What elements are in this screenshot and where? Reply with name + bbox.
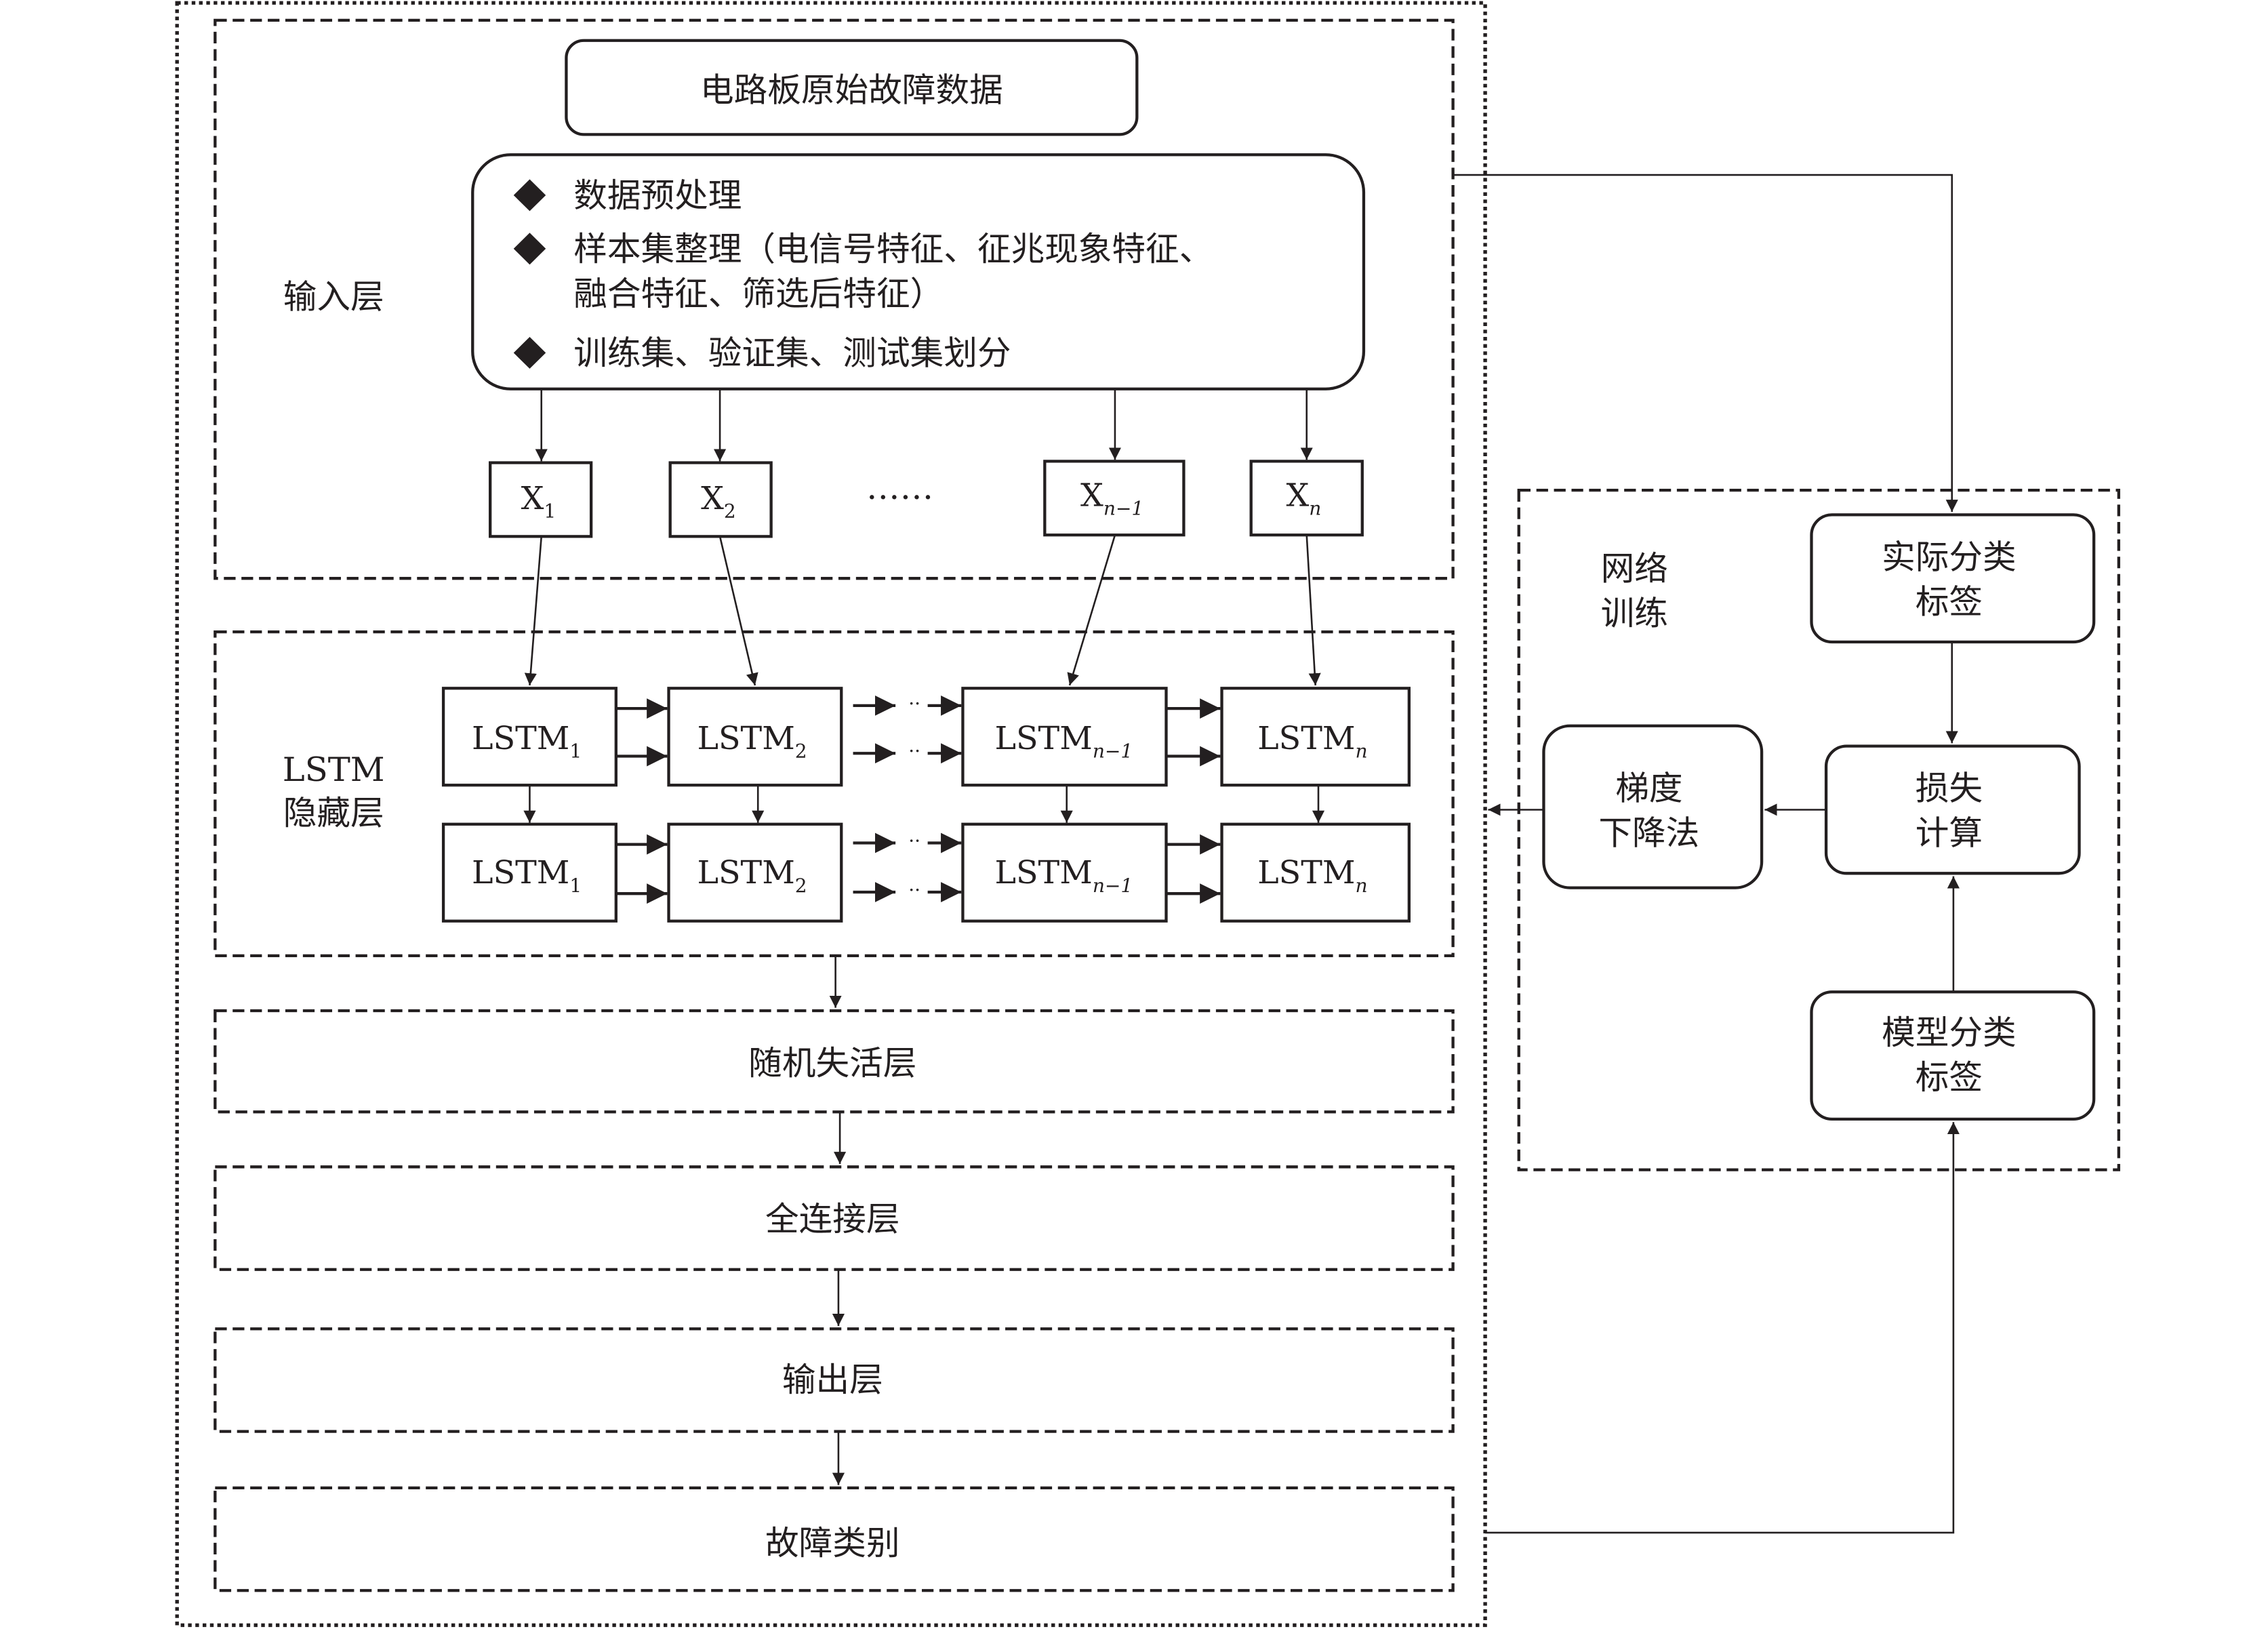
svg-text:LSTMn: LSTMn — [1257, 855, 1367, 897]
step-preprocess: 数据预处理 — [573, 176, 742, 215]
training-label-2: 训练 — [1601, 594, 1668, 633]
arrow-to-actual-label — [1453, 174, 1958, 512]
lstm-layer-box — [214, 630, 1455, 958]
input-layer-box — [214, 18, 1455, 580]
lstm-cell-1-b: LSTM1 — [441, 822, 617, 923]
step-sample-set: 样本集整理（电信号特征、征兆现象特征、 — [573, 229, 1213, 268]
svg-text:损失: 损失 — [1916, 769, 1983, 808]
svg-text:计算: 计算 — [1916, 813, 1983, 853]
model-label-box: 模型分类 标签 — [1810, 990, 2096, 1121]
actual-label-box: 实际分类 标签 — [1810, 513, 2096, 644]
arrow — [1067, 534, 1116, 686]
svg-text:LSTMn−1: LSTMn−1 — [995, 855, 1133, 897]
lstm-cell-2-b: LSTM2 — [667, 822, 843, 923]
svg-text:梯度: 梯度 — [1615, 769, 1682, 808]
lstm-stack-arrows — [523, 785, 1325, 823]
input-x1: X1 — [489, 461, 593, 538]
input-layer-label: 输入层 — [283, 277, 384, 317]
lstm-ellipsis: ·· — [908, 692, 920, 714]
lstm-ellipsis: ·· — [908, 879, 920, 902]
input-xn: Xn — [1249, 460, 1364, 537]
input-x2: X2 — [668, 461, 773, 538]
raw-data-label: 电路板原始故障数据 — [700, 71, 1003, 110]
lstm-ellipsis: ·· — [908, 740, 920, 763]
output-layer-label: 输出层 — [782, 1360, 883, 1399]
svg-text:LSTMn−1: LSTMn−1 — [995, 720, 1133, 762]
svg-text:LSTM2: LSTM2 — [697, 855, 807, 897]
lstm-cell-n-1: LSTMn−1 — [961, 687, 1168, 787]
dropout-layer-label: 随机失活层 — [748, 1043, 916, 1083]
svg-text:标签: 标签 — [1916, 1058, 1983, 1097]
svg-text:标签: 标签 — [1916, 582, 1983, 622]
training-box — [1517, 488, 2120, 1171]
diamond-bullet-icon — [513, 336, 546, 369]
gradient-descent-box: 梯度 下降法 — [1542, 724, 1764, 889]
fc-layer-box — [214, 1165, 1455, 1271]
fault-class-box — [214, 1486, 1455, 1592]
diamond-bullet-icon — [513, 233, 546, 265]
loss-box: 损失 计算 — [1824, 744, 2081, 875]
svg-text:模型分类: 模型分类 — [1882, 1013, 2017, 1052]
arrow — [524, 536, 543, 686]
lstm-layer-label: LSTM — [283, 750, 385, 789]
lstm-cell-2: LSTM2 — [667, 687, 843, 787]
lstm-cell-n-b: LSTMn — [1220, 822, 1411, 923]
svg-text:X2: X2 — [701, 480, 736, 522]
svg-text:LSTMn: LSTMn — [1257, 720, 1367, 762]
svg-text:实际分类: 实际分类 — [1882, 538, 2017, 577]
fc-layer-label: 全连接层 — [765, 1199, 900, 1239]
svg-text:LSTM1: LSTM1 — [472, 855, 582, 897]
output-layer-box — [214, 1327, 1455, 1433]
svg-text:LSTM1: LSTM1 — [472, 720, 582, 762]
svg-text:Xn−1: Xn−1 — [1080, 477, 1143, 519]
preprocess-box — [471, 153, 1366, 390]
lstm-forward-arrows — [615, 695, 1221, 904]
model-frame — [175, 1, 1487, 1628]
fault-class-label: 故障类别 — [765, 1523, 900, 1563]
svg-text:LSTM2: LSTM2 — [697, 720, 807, 762]
svg-text:Xn: Xn — [1286, 477, 1321, 519]
input-xn-1: Xn−1 — [1043, 460, 1186, 537]
dropout-layer-box — [214, 1009, 1455, 1114]
arrow — [1305, 535, 1321, 686]
input-ellipsis: …… — [866, 468, 933, 507]
step-sample-set-cont: 融合特征、筛选后特征） — [573, 274, 944, 313]
lstm-cell-n: LSTMn — [1220, 687, 1411, 787]
lstm-layer-label-2: 隐藏层 — [283, 793, 384, 832]
svg-text:下降法: 下降法 — [1598, 813, 1699, 853]
arrow — [718, 536, 758, 686]
lstm-ellipsis: ·· — [908, 830, 920, 852]
svg-text:X1: X1 — [521, 480, 556, 522]
step-split: 训练集、验证集、测试集划分 — [573, 334, 1011, 373]
diamond-bullet-icon — [513, 179, 546, 212]
raw-data-box — [565, 39, 1139, 136]
lstm-cell-1: LSTM1 — [441, 687, 617, 787]
arrow-fault-to-model-label — [1485, 1122, 1960, 1534]
training-label: 网络 — [1601, 549, 1668, 588]
lstm-cell-n-1-b: LSTMn−1 — [961, 822, 1168, 923]
